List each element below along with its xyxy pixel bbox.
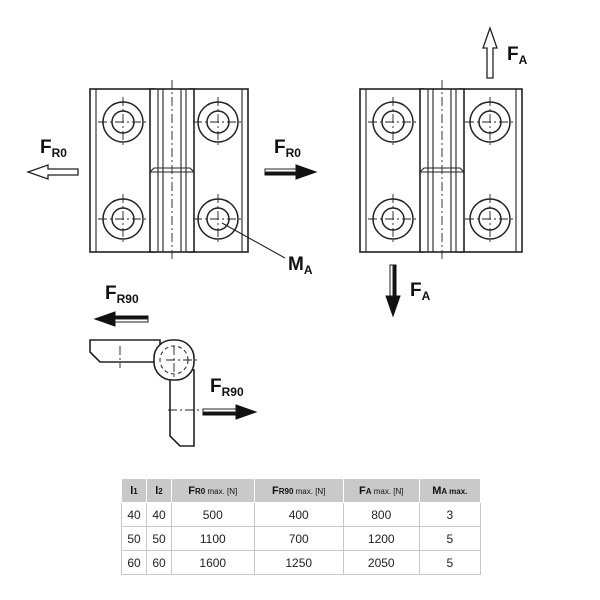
table-row: 40 40 500 400 800 3 bbox=[121, 502, 482, 527]
fr0-arrow-right bbox=[264, 164, 318, 180]
fa-label-top: FA bbox=[507, 44, 528, 67]
hinge-side-view-90 bbox=[89, 339, 200, 447]
table-cell: 800 bbox=[342, 502, 420, 527]
fa-label-bottom: FA bbox=[410, 280, 431, 303]
table-cell: 40 bbox=[146, 502, 172, 527]
header-ma: MA max. bbox=[418, 478, 482, 503]
fr0-label-left: FR0 bbox=[40, 137, 67, 160]
header-fr0: FR0 max. [N] bbox=[171, 478, 255, 503]
table-cell: 60 bbox=[146, 550, 172, 575]
fr90-arrow-right bbox=[202, 404, 258, 420]
table-cell: 500 bbox=[171, 502, 255, 527]
header-l1: l1 bbox=[121, 478, 147, 503]
mounting-hole-top-left bbox=[98, 97, 148, 147]
table-cell: 50 bbox=[146, 526, 172, 551]
table-cell: 1600 bbox=[171, 550, 255, 575]
table-cell: 50 bbox=[121, 526, 147, 551]
fa-arrow-down bbox=[385, 264, 401, 318]
load-spec-table: l1 l2 FR0 max. [N] FR90 max. [N] FA max.… bbox=[121, 478, 482, 575]
table-header-row: l1 l2 FR0 max. [N] FR90 max. [N] FA max.… bbox=[121, 478, 482, 503]
mounting-hole-bottom-right bbox=[193, 194, 243, 244]
fr0-arrow-left bbox=[26, 164, 79, 180]
fr0-label-right: FR0 bbox=[274, 137, 301, 160]
table-cell: 1200 bbox=[342, 526, 420, 551]
header-fr90: FR90 max. [N] bbox=[253, 478, 344, 503]
fr90-arrow-left bbox=[93, 311, 149, 327]
table-row: 50 50 1100 700 1200 5 bbox=[121, 526, 482, 551]
mounting-hole-a-top-right bbox=[465, 97, 515, 147]
mounting-hole-a-top-left bbox=[368, 97, 418, 147]
ma-leader-line bbox=[221, 222, 286, 259]
table-cell: 1100 bbox=[171, 526, 255, 551]
header-l2: l2 bbox=[146, 478, 172, 503]
table-cell: 60 bbox=[121, 550, 147, 575]
mounting-hole-a-bottom-right bbox=[465, 194, 515, 244]
mounting-hole-top-right bbox=[193, 97, 243, 147]
table-cell: 700 bbox=[253, 526, 344, 551]
fr90-label-top: FR90 bbox=[105, 283, 139, 306]
ma-label: MA bbox=[288, 254, 313, 277]
table-cell: 3 bbox=[418, 502, 482, 527]
table-cell: 400 bbox=[253, 502, 344, 527]
header-fa: FA max. [N] bbox=[342, 478, 420, 503]
hinge-front-view-left bbox=[89, 80, 286, 262]
mounting-hole-bottom-left bbox=[98, 194, 148, 244]
table-row: 60 60 1600 1250 2050 5 bbox=[121, 550, 482, 575]
table-cell: 2050 bbox=[342, 550, 420, 575]
table-cell: 5 bbox=[418, 526, 482, 551]
fa-arrow-up bbox=[482, 26, 498, 79]
table-cell: 40 bbox=[121, 502, 147, 527]
table-cell: 1250 bbox=[253, 550, 344, 575]
fr90-label-right: FR90 bbox=[210, 376, 244, 399]
table-cell: 5 bbox=[418, 550, 482, 575]
hinge-technical-drawing: FR0 FR0 MA bbox=[26, 26, 528, 447]
mounting-hole-a-bottom-left bbox=[368, 194, 418, 244]
hinge-front-view-right bbox=[359, 80, 523, 262]
